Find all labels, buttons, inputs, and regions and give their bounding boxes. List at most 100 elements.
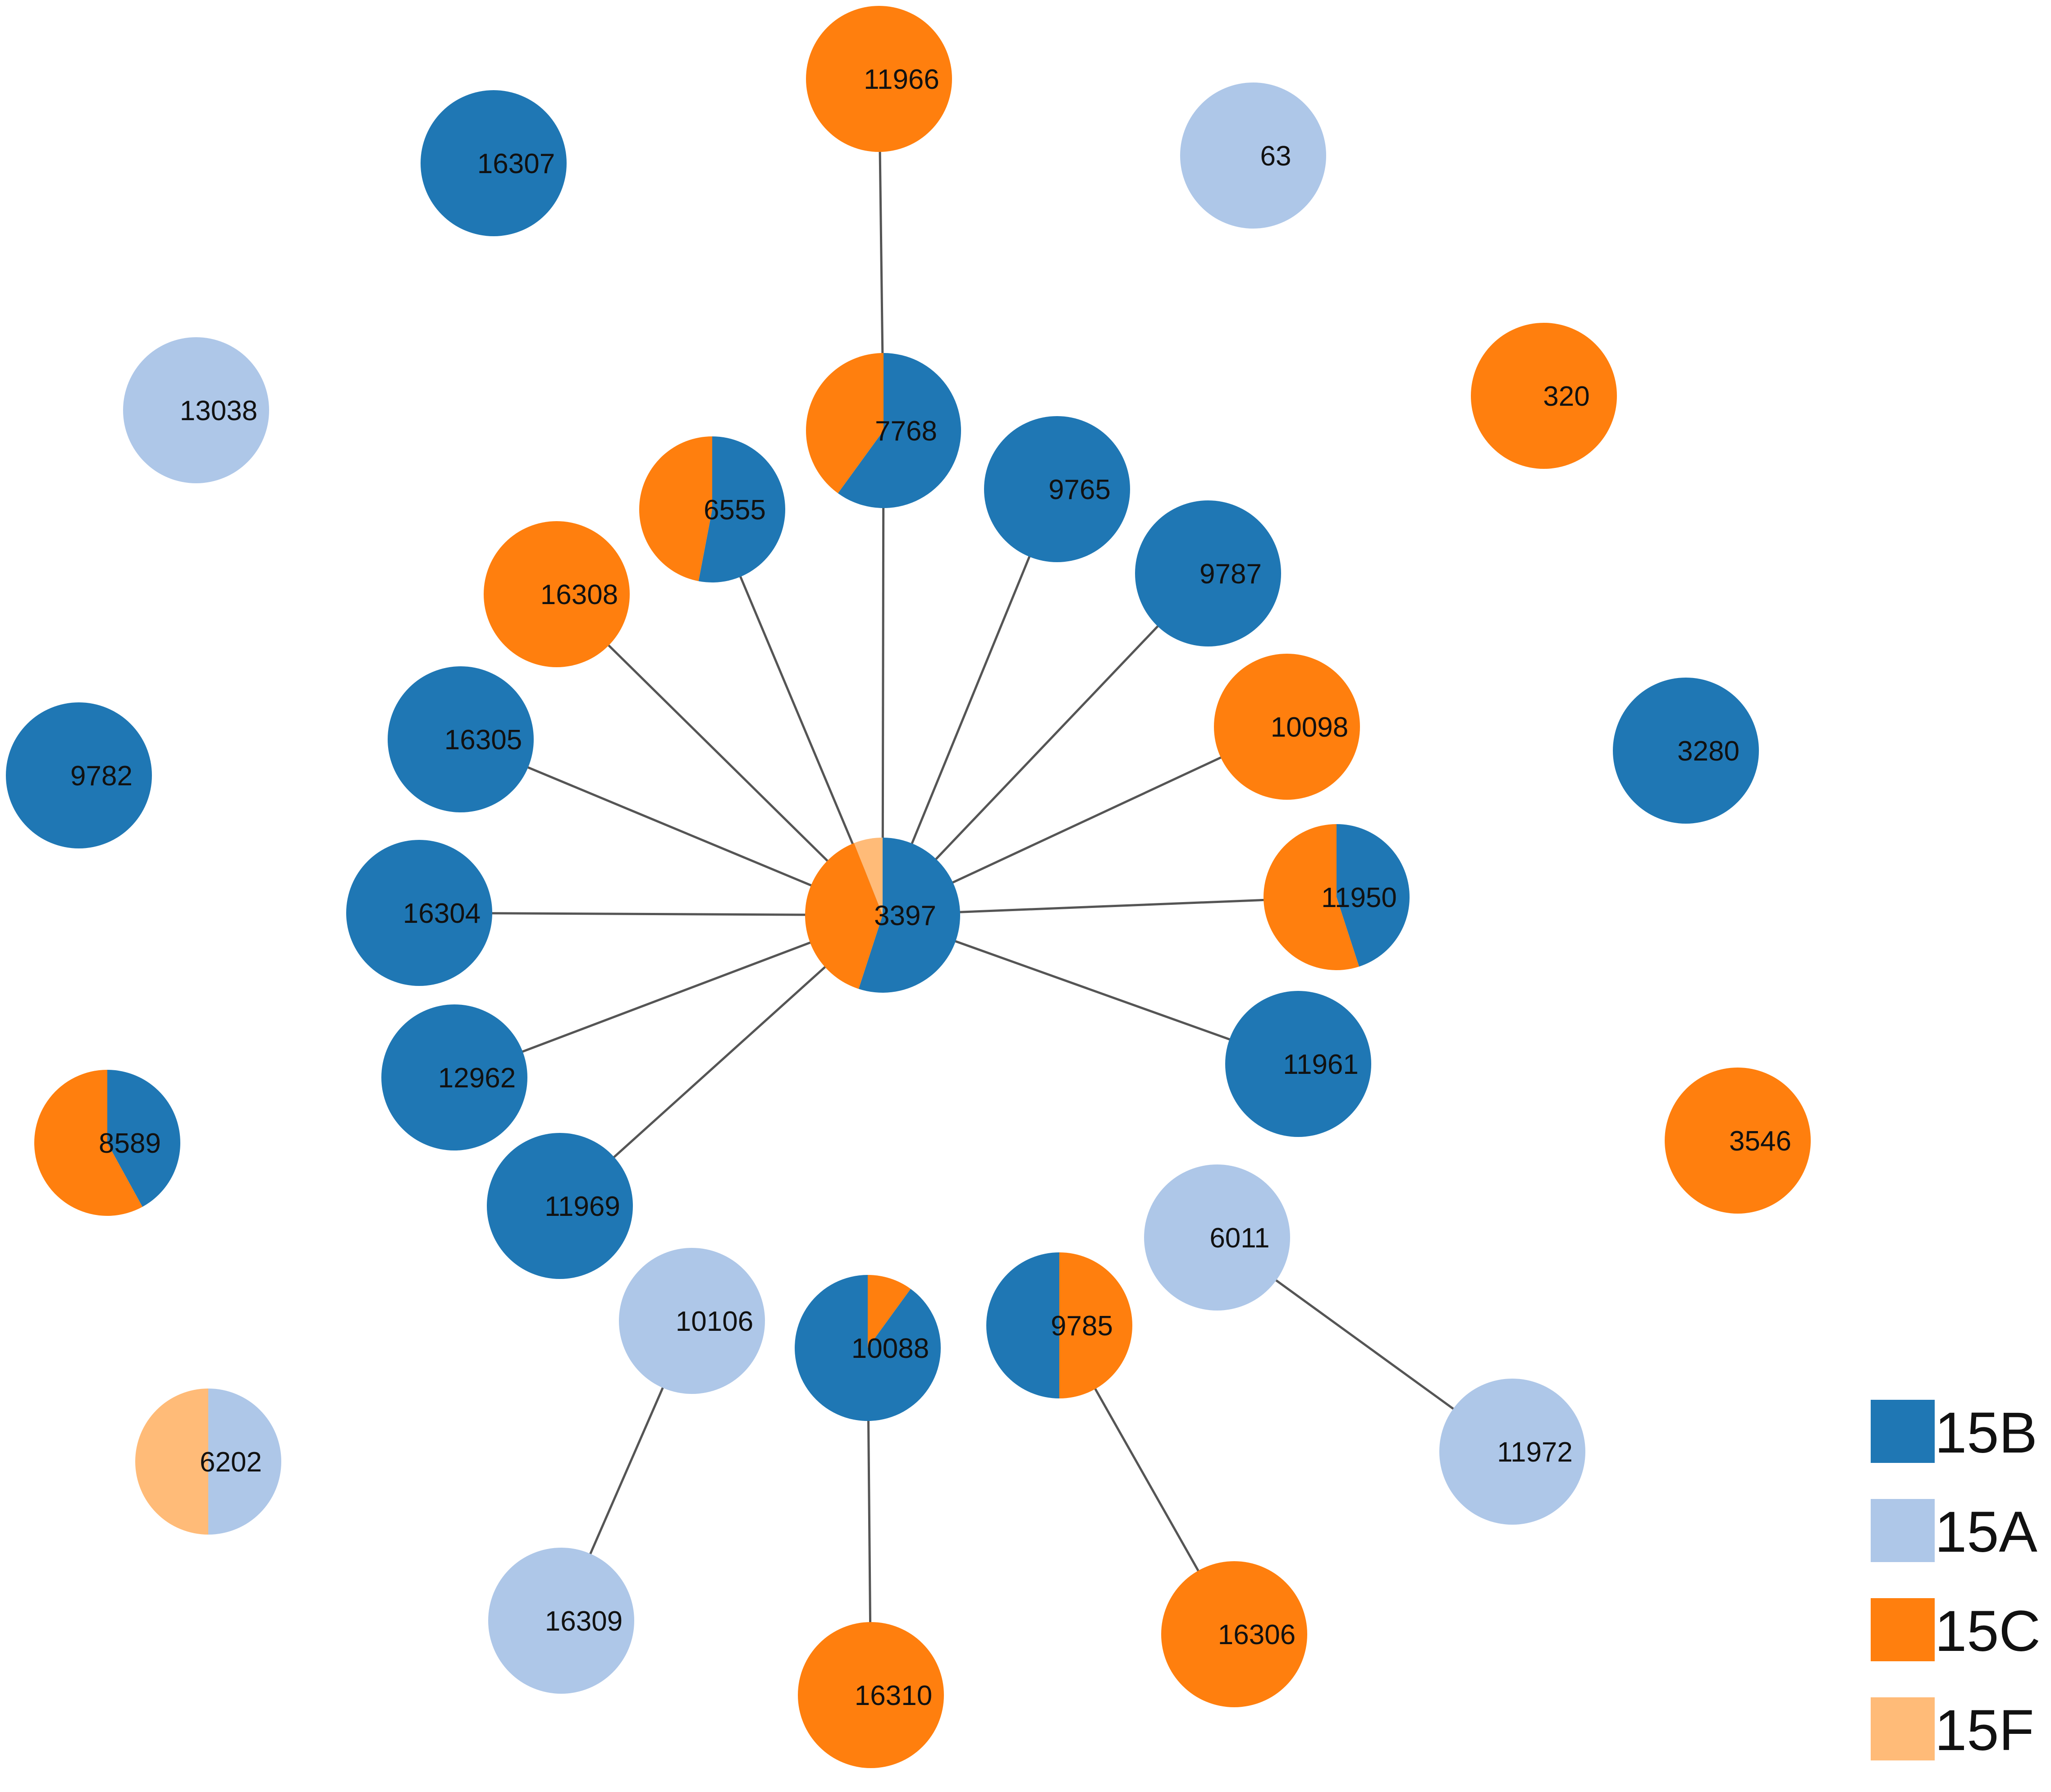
legend: 15B 15A 15C 15F	[1871, 1395, 2051, 1792]
node-11969: 11969	[487, 1133, 633, 1279]
node-11961: 11961	[1225, 991, 1371, 1137]
node-3397: 3397	[805, 838, 960, 993]
node-slice-15C	[34, 1070, 143, 1216]
node-8589: 8589	[34, 1070, 180, 1216]
edge-3397-7768	[881, 430, 885, 916]
node-16304: 16304	[346, 840, 492, 986]
node-slice-15A	[488, 1548, 634, 1694]
node-label: 6202	[200, 1447, 262, 1478]
node-3280: 3280	[1613, 678, 1759, 824]
node-13038: 13038	[123, 337, 269, 483]
node-label: 11961	[1283, 1049, 1359, 1080]
node-label: 10088	[852, 1333, 929, 1364]
node-label: 10106	[676, 1306, 753, 1337]
node-slice-15C	[805, 843, 883, 989]
node-slice-15C	[1214, 654, 1360, 800]
node-slice-15B	[984, 416, 1130, 562]
node-slice-15C	[806, 353, 884, 494]
node-label: 11969	[545, 1191, 620, 1222]
node-slice-15B	[838, 353, 961, 508]
legend-item-15b: 15B	[1871, 1395, 2051, 1494]
node-slice-15B	[107, 1070, 180, 1207]
node-slice-15B	[858, 838, 960, 993]
node-label: 9785	[1051, 1311, 1113, 1342]
node-slice-15C	[1665, 1068, 1811, 1214]
node-label: 16310	[855, 1680, 932, 1711]
node-slice-15A	[123, 337, 269, 483]
legend-swatch	[1871, 1499, 1935, 1562]
node-label: 12962	[438, 1063, 516, 1094]
node-slice-15B	[388, 666, 534, 812]
node-9787: 9787	[1135, 500, 1281, 646]
node-slice-15C	[484, 521, 630, 667]
node-label: 13038	[180, 395, 257, 426]
node-slice-15B	[346, 840, 492, 986]
node-16307: 16307	[421, 90, 567, 236]
node-slice-15B	[795, 1275, 941, 1421]
node-label: 9782	[70, 761, 133, 792]
node-label: 16305	[444, 724, 522, 756]
node-slice-15B	[986, 1252, 1059, 1398]
node-slice-15B	[421, 90, 567, 236]
legend-label: 15F	[1935, 1698, 2034, 1763]
node-label: 11972	[1497, 1437, 1573, 1468]
legend-label: 15A	[1935, 1500, 2037, 1564]
node-label: 11966	[864, 64, 939, 95]
node-label: 320	[1543, 381, 1589, 412]
node-10088: 10088	[795, 1275, 941, 1421]
node-16309: 16309	[488, 1548, 634, 1694]
legend-label: 15C	[1935, 1599, 2041, 1664]
node-6011: 6011	[1144, 1164, 1290, 1311]
node-slice-15B	[487, 1133, 633, 1279]
legend-item-15f: 15F	[1871, 1693, 2051, 1792]
node-slice-15A	[1144, 1164, 1290, 1311]
node-label: 8589	[99, 1128, 161, 1159]
node-slice-15B	[1225, 991, 1371, 1137]
node-7768: 7768	[806, 353, 961, 508]
node-slice-15C	[806, 6, 952, 152]
edge-3397-9787	[882, 573, 1209, 916]
node-slice-15B	[381, 1004, 527, 1150]
node-label: 6555	[704, 495, 766, 526]
node-9785: 9785	[986, 1252, 1132, 1398]
node-slice-15C	[1161, 1561, 1307, 1707]
node-slice-15B	[1337, 824, 1410, 967]
node-slice-15B	[6, 702, 152, 848]
node-slice-15B	[1613, 678, 1759, 824]
nodes-layer: 11966 16307 63 13038 320 7768 6555 9765 9787 1630…	[6, 6, 1811, 1768]
node-slice-15C	[798, 1622, 944, 1768]
node-slice-15B	[698, 436, 786, 582]
node-3546: 3546	[1665, 1068, 1811, 1214]
node-slice-15A	[619, 1248, 765, 1394]
node-label: 63	[1260, 141, 1291, 172]
legend-label: 15B	[1935, 1401, 2037, 1465]
node-slice-15F	[135, 1389, 208, 1535]
legend-swatch	[1871, 1598, 1935, 1661]
node-16308: 16308	[484, 521, 630, 667]
legend-item-15c: 15C	[1871, 1594, 2051, 1693]
node-9782: 9782	[6, 702, 152, 848]
node-label: 16309	[545, 1606, 623, 1637]
node-63: 63	[1180, 82, 1326, 229]
node-label: 3280	[1677, 736, 1740, 767]
node-label: 9765	[1048, 474, 1111, 505]
node-slice-15B	[1135, 500, 1281, 646]
legend-swatch	[1871, 1697, 1935, 1760]
node-slice-15A	[208, 1389, 281, 1535]
node-11972: 11972	[1439, 1379, 1585, 1525]
node-16305: 16305	[388, 666, 534, 812]
node-label: 6011	[1209, 1223, 1269, 1254]
node-slice-15C	[1059, 1252, 1132, 1398]
node-label: 3397	[874, 900, 936, 931]
node-slice-15C	[1471, 323, 1617, 469]
node-slice-15C	[639, 436, 712, 582]
node-16310: 16310	[798, 1622, 944, 1768]
node-11966: 11966	[806, 6, 952, 152]
legend-item-15a: 15A	[1871, 1494, 2051, 1594]
node-slice-15C	[1263, 824, 1360, 970]
legend-swatch	[1871, 1400, 1935, 1463]
node-label: 16307	[477, 148, 555, 179]
node-9765: 9765	[984, 416, 1130, 562]
node-label: 16306	[1218, 1619, 1296, 1650]
